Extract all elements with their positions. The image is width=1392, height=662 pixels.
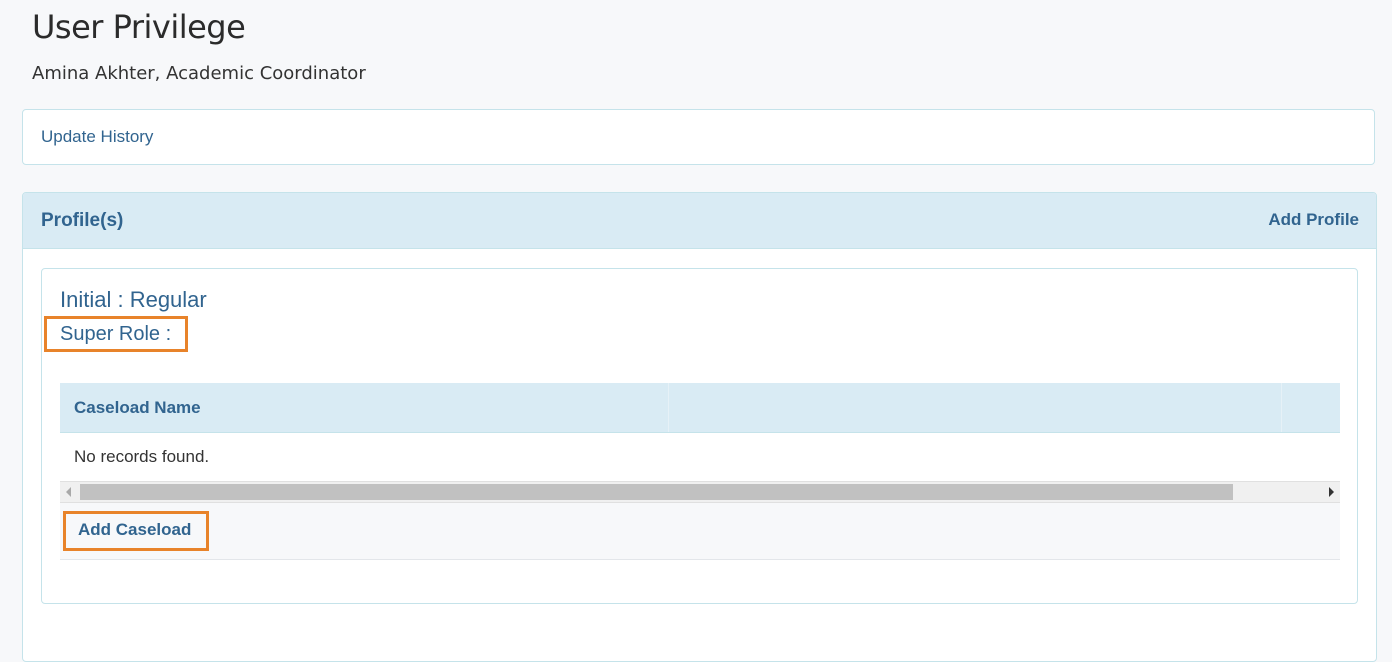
profiles-panel: Profile(s) Add Profile Initial : Regular… [22,192,1377,662]
horizontal-scrollbar[interactable] [60,481,1340,503]
super-role-label: Super Role : [60,323,172,345]
caseload-table: Caseload Name No records found. Add Case… [60,383,1340,560]
profile-card: Initial : Regular Super Role : Caseload … [41,268,1358,604]
column-header-2 [669,383,1282,432]
profiles-title: Profile(s) [41,210,124,231]
column-header-3 [1282,383,1340,432]
super-role-highlight [44,316,188,352]
table-header-row: Caseload Name [60,383,1340,433]
column-header-caseload-name[interactable]: Caseload Name [60,383,669,432]
profiles-panel-header: Profile(s) Add Profile [23,193,1376,249]
user-name-role: Amina Akhter, Academic Coordinator [32,63,366,84]
column-header-label: Caseload Name [74,398,201,417]
scroll-left-arrow-icon[interactable] [66,487,71,497]
profile-initial-label: Initial : Regular [60,287,207,312]
update-history-panel: Update History [22,109,1375,165]
page-title: User Privilege [32,8,246,46]
add-caseload-highlight [63,511,209,551]
table-body: No records found. [60,433,1340,481]
update-history-link[interactable]: Update History [41,127,154,146]
add-profile-link[interactable]: Add Profile [1268,210,1359,229]
empty-message: No records found. [74,447,210,466]
scroll-thumb[interactable] [80,484,1233,500]
add-caseload-link[interactable]: Add Caseload [78,520,192,539]
scroll-right-arrow-icon[interactable] [1329,487,1334,497]
